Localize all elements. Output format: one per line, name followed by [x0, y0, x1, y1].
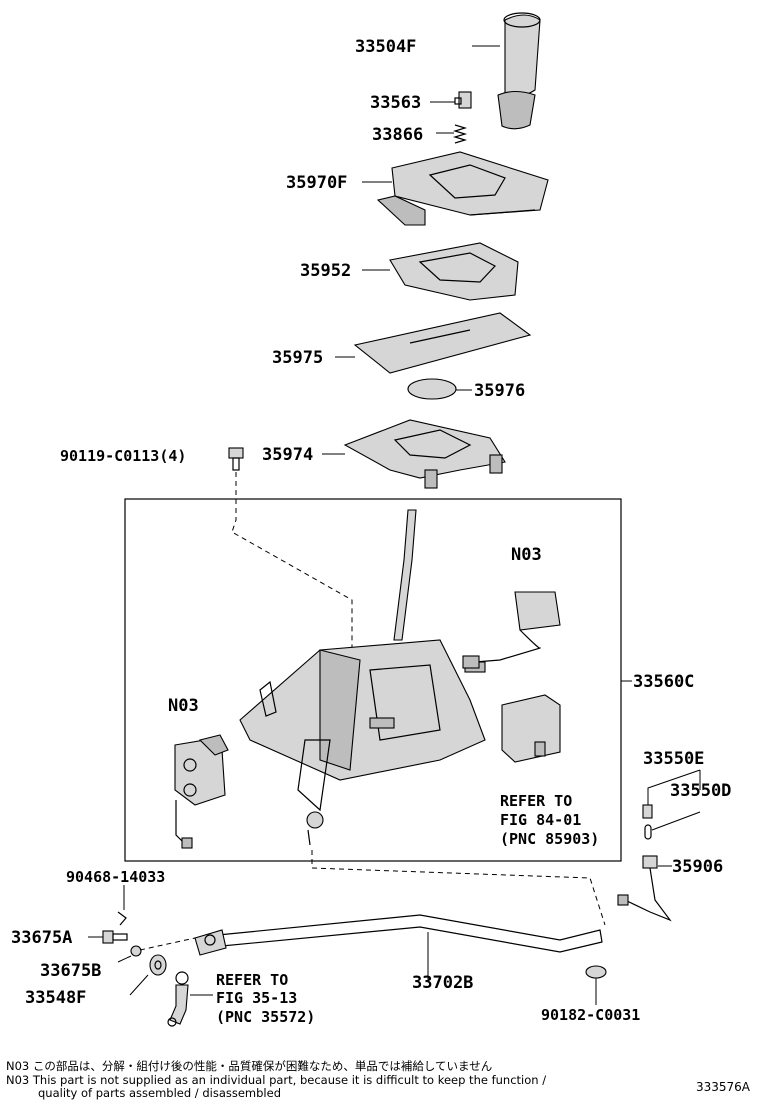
label-N03-left: N03: [168, 696, 199, 716]
label-33675A: 33675A: [11, 928, 72, 948]
indicator-plate-drawing: [389, 242, 519, 301]
cover-plate-drawing: [353, 312, 532, 374]
note-japanese: N03 この部品は、分解・組付け後の性能・品質確保が困難なため、単品では補給して…: [6, 1059, 493, 1073]
label-33548F: 33548F: [25, 988, 86, 1008]
switch-drawing: [462, 591, 561, 669]
label-33866: 33866: [372, 125, 423, 145]
figure-id: 333576A: [695, 1080, 750, 1094]
assembly-frame: [124, 498, 622, 862]
label-35976: 35976: [474, 381, 525, 401]
label-33675B: 33675B: [40, 961, 101, 981]
upper-housing-drawing: [343, 419, 506, 489]
label-90182: 90182-C0031: [541, 1006, 640, 1024]
shift-bezel-drawing: [376, 151, 549, 226]
bulb-drawing: [642, 804, 653, 840]
lower-lever-drawing: [167, 971, 189, 1027]
label-33550D: 33550D: [670, 781, 731, 801]
ref2-line1: REFER TO: [216, 971, 288, 989]
shift-lever-assembly-drawing: [239, 509, 486, 846]
label-90119: 90119-C0113(4): [60, 447, 186, 465]
ref1-line2: FIG 84-01: [500, 811, 581, 829]
label-35952: 35952: [300, 261, 351, 281]
knob-button-drawing: [454, 91, 472, 109]
label-35906: 35906: [672, 857, 723, 877]
bolt-drawing: [228, 447, 244, 471]
pin-drawing: [102, 930, 128, 944]
nut-drawing: [585, 965, 607, 979]
label-N03-top: N03: [511, 545, 542, 565]
label-33560C: 33560C: [633, 672, 694, 692]
shift-cable-drawing: [194, 914, 603, 956]
label-33504F: 33504F: [355, 37, 416, 57]
label-33563: 33563: [370, 93, 421, 113]
ref2-line2: FIG 35-13: [216, 989, 297, 1007]
washer-drawing: [130, 945, 142, 957]
ref1-line1: REFER TO: [500, 792, 572, 810]
clip-drawing: [117, 911, 127, 926]
spring-drawing: [452, 124, 468, 144]
ref2-line3: (PNC 35572): [216, 1008, 315, 1026]
note-english-line2: quality of parts assembled / disassemble…: [38, 1086, 281, 1100]
label-33702B: 33702B: [412, 973, 473, 993]
disc-drawing: [407, 378, 457, 400]
note-english-line1: N03 This part is not supplied as an indi…: [6, 1073, 547, 1087]
ref1-line3: (PNC 85903): [500, 830, 599, 848]
label-35974: 35974: [262, 445, 313, 465]
label-35975: 35975: [272, 348, 323, 368]
label-35970F: 35970F: [286, 173, 347, 193]
shift-knob-drawing: [497, 12, 541, 130]
solenoid-drawing: [174, 734, 229, 849]
label-33550E: 33550E: [643, 749, 704, 769]
control-unit-drawing: [501, 694, 561, 763]
label-90468: 90468-14033: [66, 868, 165, 886]
wire-harness-drawing: [617, 855, 672, 922]
bushing-drawing: [149, 954, 167, 976]
